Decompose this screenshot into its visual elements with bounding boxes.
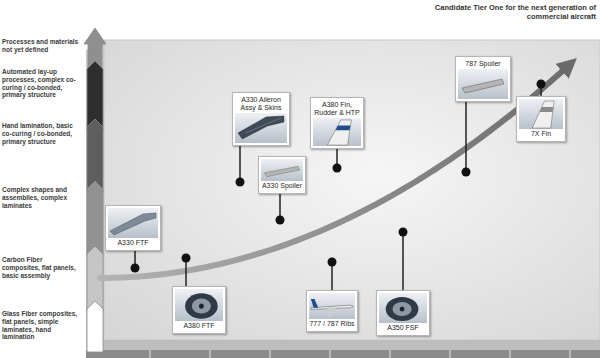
- part-box: 787 Spoiler: [455, 56, 511, 102]
- milestone-dot: [399, 228, 408, 237]
- part-label: A380 FTF: [175, 321, 223, 331]
- milestone-dot: [276, 216, 285, 225]
- part-box: A350 FSF: [376, 290, 430, 336]
- photo-ground: [519, 99, 563, 129]
- stem-layer: [131, 80, 546, 291]
- photo-ground: [309, 293, 355, 319]
- nacelle: [185, 293, 218, 319]
- part-photo: [519, 99, 563, 129]
- milestone-dot: [333, 164, 342, 173]
- photo-ground: [175, 289, 223, 321]
- part-photo: [235, 113, 287, 143]
- milestone-dot: [328, 258, 337, 267]
- back-panel: [104, 40, 600, 340]
- milestone-dot: [236, 178, 245, 187]
- photo-ground: [458, 69, 508, 99]
- wing-shape: [110, 213, 156, 235]
- nacelle: [386, 297, 419, 321]
- part-photo: [313, 118, 361, 146]
- floor: [86, 340, 600, 350]
- spinner: [400, 307, 405, 312]
- tick: [390, 350, 391, 358]
- part-box: A330 Spoiler: [258, 156, 306, 194]
- photo-ground: [235, 113, 287, 143]
- fin-stripe: [540, 107, 554, 112]
- part-photo: [309, 293, 355, 319]
- tick: [150, 350, 151, 358]
- leader-stem: [239, 146, 241, 182]
- photo-ground: [108, 208, 158, 238]
- photo-ground: [313, 118, 361, 146]
- level-arrows: [84, 28, 106, 352]
- part-label: 7X Fin: [519, 129, 563, 139]
- part-box: A380 Fin, Rudder & HTP: [310, 97, 364, 149]
- plane-tail: [311, 299, 318, 308]
- aileron-shape: [238, 116, 284, 139]
- level-label: Carbon Fiber composites, flat panels, ba…: [2, 256, 82, 279]
- milestone-dot: [462, 168, 471, 177]
- leader-stem: [402, 232, 404, 290]
- fin-shape: [532, 101, 554, 128]
- base-ticks: [150, 350, 570, 358]
- part-photo: [108, 208, 158, 238]
- milestone-dot: [537, 80, 546, 89]
- base-strip: [86, 350, 600, 358]
- part-label: A380 Fin, Rudder & HTP: [313, 100, 361, 118]
- part-label: A330 Aileron Assy & Skins: [235, 95, 287, 113]
- part-photo: [458, 69, 508, 99]
- tick: [570, 350, 571, 358]
- part-box: A330 Aileron Assy & Skins: [232, 92, 290, 146]
- tick: [330, 350, 331, 358]
- part-box: A380 FTF: [172, 286, 226, 334]
- fin-stripe: [336, 126, 351, 131]
- photo-ground: [379, 293, 427, 323]
- part-label: 787 Spoiler: [458, 59, 508, 69]
- part-box: 7X Fin: [516, 96, 566, 142]
- fan: [392, 302, 411, 316]
- fin-shape: [327, 120, 351, 145]
- leader-stem: [465, 102, 467, 172]
- level-label: Processes and materials not yet defined: [2, 38, 82, 54]
- level-label: Complex shapes and assemblies, complex l…: [2, 186, 82, 209]
- tick: [510, 350, 511, 358]
- photo-ground: [261, 159, 303, 181]
- spoiler-shape: [462, 79, 504, 93]
- spinner: [199, 303, 204, 308]
- level-label: Automated lay-up processes, complex co-c…: [2, 68, 82, 99]
- part-box: 777 / 787 Ribs: [306, 290, 358, 332]
- part-label: A330 FTF: [108, 238, 158, 248]
- milestone-dot: [131, 264, 140, 273]
- part-box: A330 FTF: [105, 205, 161, 251]
- tick: [270, 350, 271, 358]
- part-label: 777 / 787 Ribs: [309, 319, 355, 329]
- spoiler-shape: [264, 166, 299, 176]
- part-photo: [261, 159, 303, 181]
- fan: [192, 299, 211, 314]
- part-label: A350 FSF: [379, 323, 427, 333]
- part-label: A330 Spoiler: [261, 181, 303, 191]
- panel-line: [245, 118, 280, 133]
- tick: [210, 350, 211, 358]
- level-label: Glass Fiber composites, flat panels, sim…: [2, 310, 82, 341]
- level-arrow: [87, 301, 103, 352]
- tick: [450, 350, 451, 358]
- chart-title: Candidate Tier One for the next generati…: [420, 3, 596, 21]
- part-photo: [175, 289, 223, 321]
- part-photo: [379, 293, 427, 323]
- level-label: Hand lamination, basic co-curing / co-bo…: [2, 122, 82, 145]
- milestone-dot: [182, 254, 191, 263]
- plane-wing: [327, 307, 336, 317]
